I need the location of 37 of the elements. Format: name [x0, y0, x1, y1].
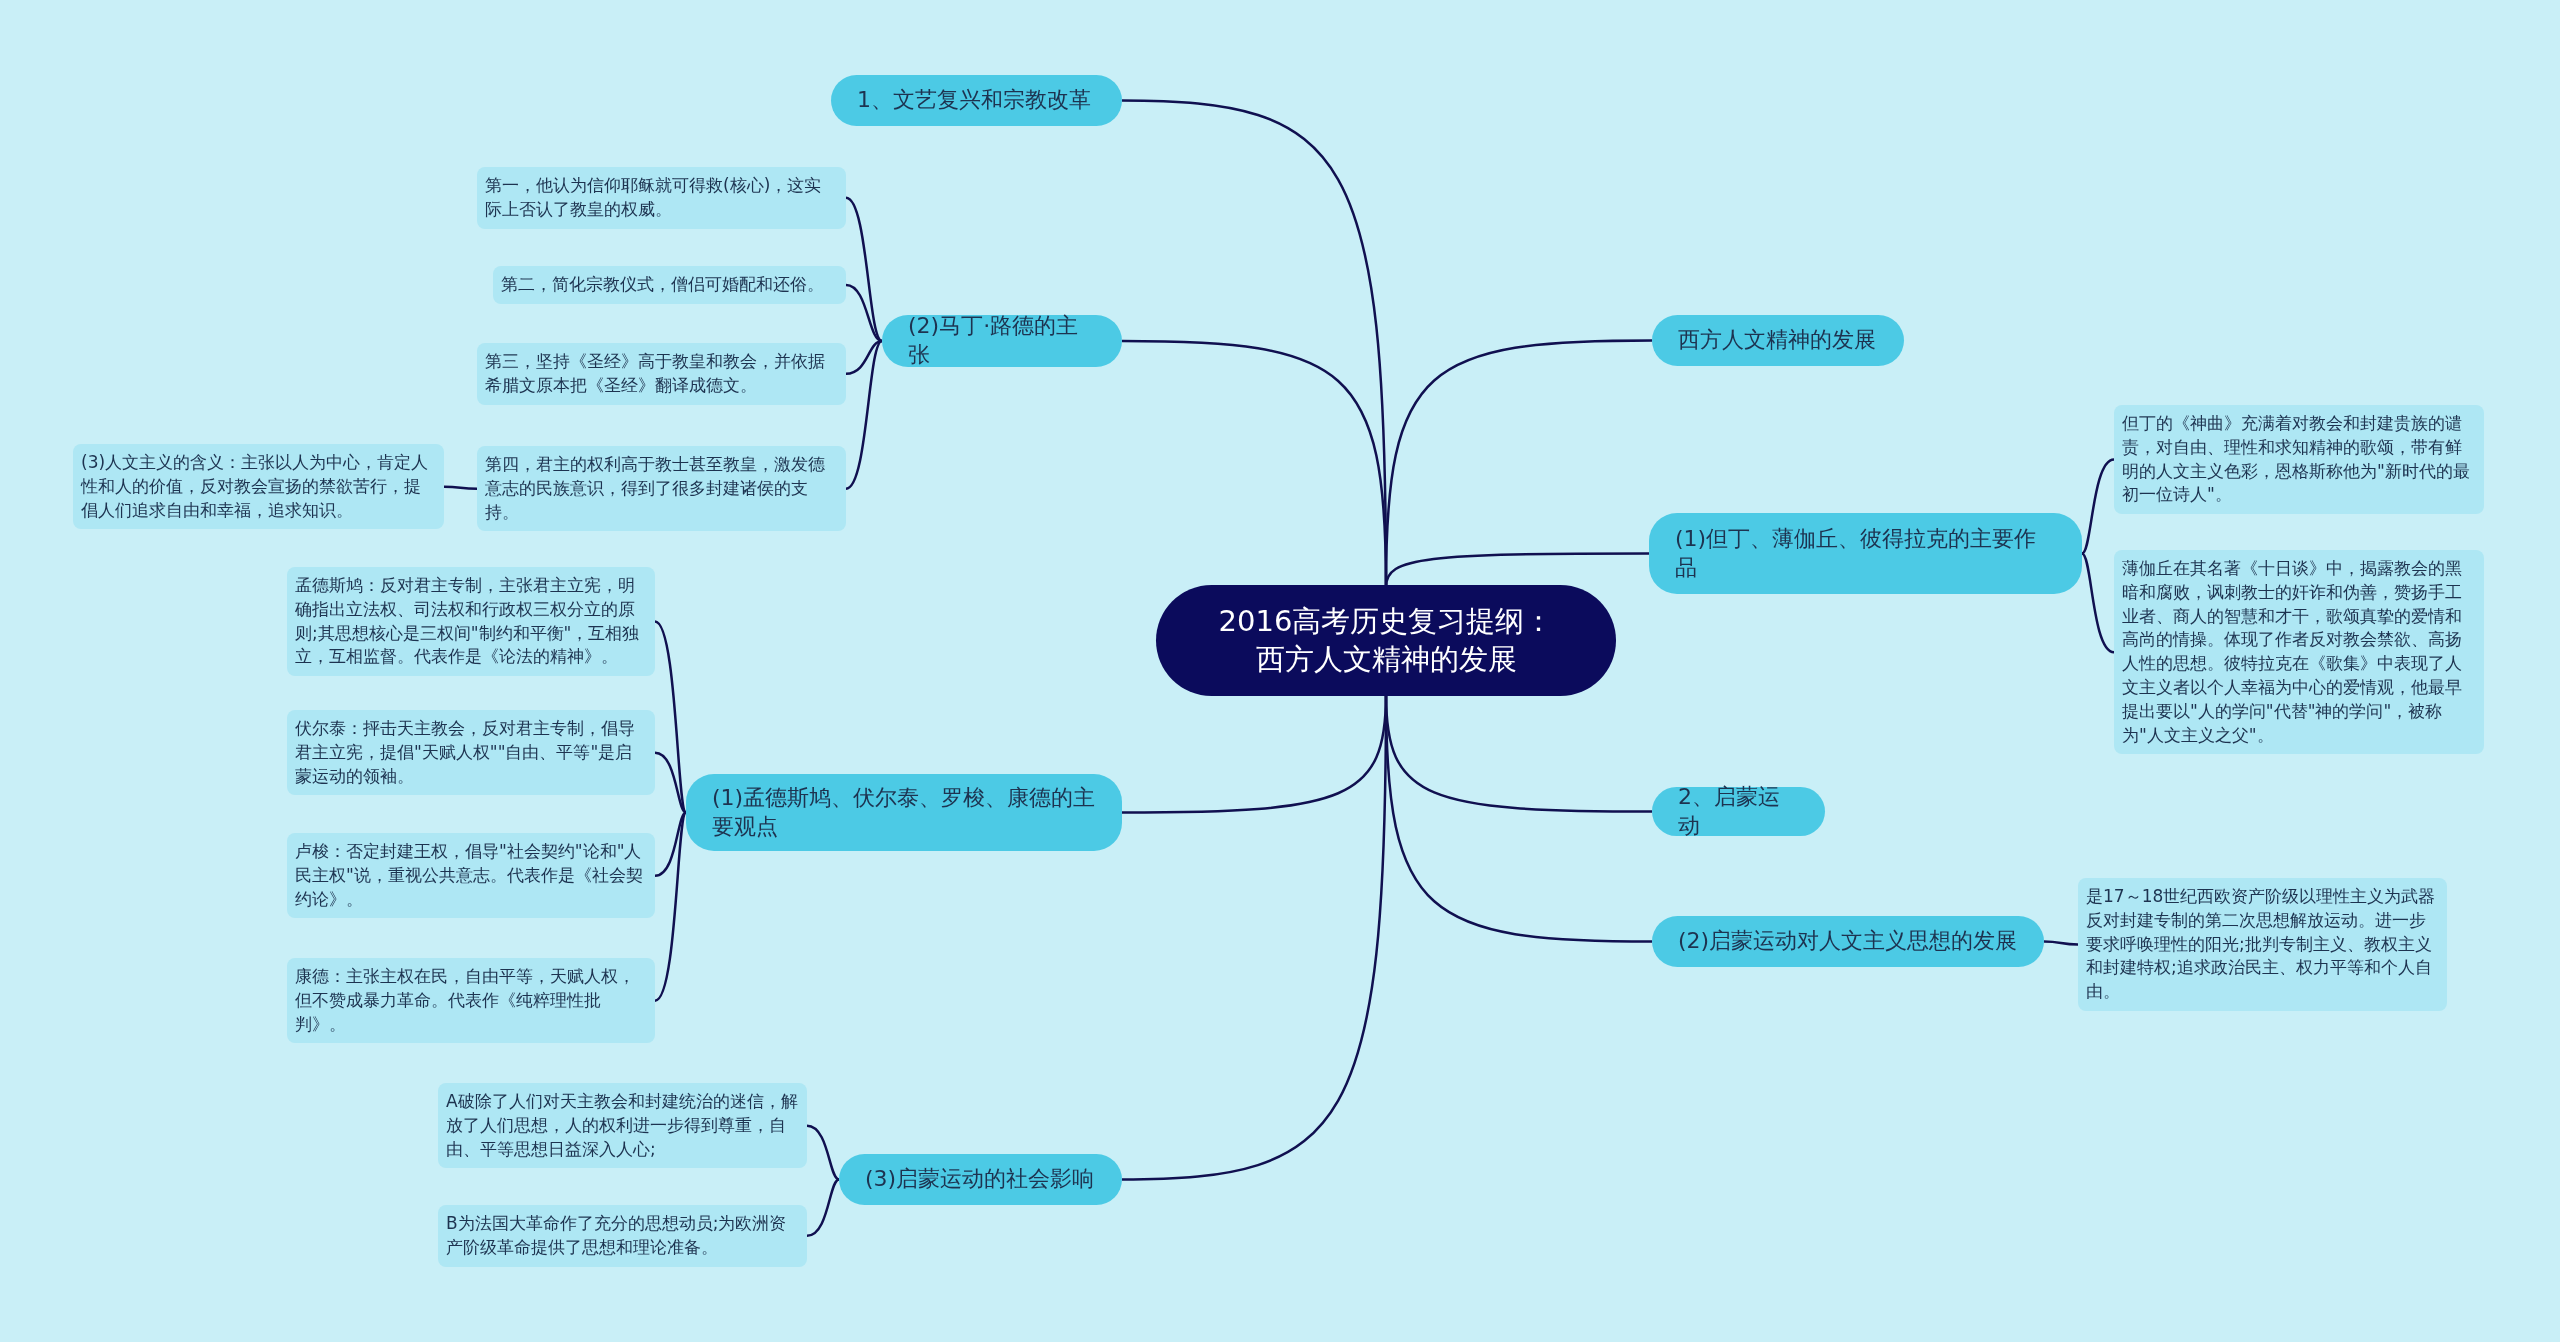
- note-box: 是17～18世纪西欧资产阶级以理性主义为武器反对封建专制的第二次思想解放运动。进一步要求呼唤理性的阳光;批判专制主义、教权主义和封建特权;追求政治民主、权力平等和个人自由。: [2078, 878, 2447, 1011]
- note-box: 第四，君主的权利高于教士甚至教皇，激发德意志的民族意识，得到了很多封建诸侯的支持。: [477, 446, 846, 532]
- note-box: 但丁的《神曲》充满着对教会和封建贵族的谴责，对自由、理性和求知精神的歌颂，带有鲜明的人文主义色彩，恩格斯称他为"新时代的最初一位诗人"。: [2114, 405, 2484, 515]
- connector: [1384, 552, 1649, 588]
- connector: [654, 811, 688, 1002]
- connector: [2044, 940, 2078, 946]
- note-box: 薄伽丘在其名著《十日谈》中，揭露教会的黑暗和腐败，讽刺教士的奸诈和伪善，赞扬手工业者、商人的智慧和才干，歌颂真挚的爱情和高尚的情操。体现了作者反对教会禁欲、高扬人性的思想。彼特拉克在《歌集》中表现了人文主义者以个人幸福为中心的爱情观，他最早提出要以"人的学问"代替"神的学问"，被称为"人文主义之父"。: [2114, 550, 2484, 755]
- connector: [654, 811, 687, 877]
- connector: [806, 1124, 840, 1181]
- note-box: 伏尔泰：抨击天主教会，反对君主专制，倡导君主立宪，提倡"天赋人权""自由、平等"是启蒙运动的领袖。: [287, 710, 655, 796]
- connector: [2081, 552, 2115, 654]
- connector: [806, 1178, 840, 1238]
- note-box: 第二，简化宗教仪式，僧侣可婚配和还俗。: [493, 266, 846, 304]
- connector: [2081, 458, 2115, 555]
- branch-box: 1、文艺复兴和宗教改革: [831, 75, 1122, 126]
- connector: [845, 340, 883, 490]
- connector: [444, 485, 477, 490]
- branch-box: (1)孟德斯鸠、伏尔泰、罗梭、康德的主要观点: [686, 774, 1122, 851]
- branch-box: 西方人文精神的发展: [1652, 315, 1904, 366]
- note-box: 第三，坚持《圣经》高于教皇和教会，并依据希腊文原本把《圣经》翻译成德文。: [477, 343, 846, 405]
- note-box: 康德：主张主权在民，自由平等，天赋人权，但不赞成暴力革命。代表作《纯粹理性批判》。: [287, 958, 655, 1044]
- note-box: 第一，他认为信仰耶稣就可得救(核心)，这实际上否认了教皇的权威。: [477, 167, 846, 229]
- connector: [1384, 693, 1652, 943]
- connector: [845, 196, 883, 342]
- connector: [654, 751, 687, 814]
- branch-box: (2)马丁·路德的主张: [882, 315, 1122, 367]
- branch-box: (2)启蒙运动对人文主义思想的发展: [1652, 916, 2044, 967]
- branch-box: (1)但丁、薄伽丘、彼得拉克的主要作品: [1649, 513, 2082, 594]
- note-box: B为法国大革命作了充分的思想动员;为欧洲资产阶级革命提供了思想和理论准备。: [438, 1205, 807, 1267]
- note-box: A破除了人们对天主教会和封建统治的迷信，解放了人们思想，人的权利进一步得到尊重，自由、平等思想日益深入人心;: [438, 1083, 807, 1169]
- note-box: (3)人文主义的含义：主张以人为中心，肯定人性和人的价值，反对教会宣扬的禁欲苦行，提倡人们追求自由和幸福，追求知识。: [73, 444, 444, 530]
- topic-box: 2016高考历史复习提纲：西方人文精神的发展: [1156, 585, 1616, 696]
- note-box: 卢梭：否定封建王权，倡导"社会契约"论和"人民主权"说，重视公共意志。代表作是《社会契约论》。: [287, 833, 655, 919]
- connector: [845, 339, 883, 376]
- branch-box: 2、启蒙运动: [1652, 787, 1825, 836]
- note-box: 孟德斯鸠：反对君主专制，主张君主立宪，明确指出立法权、司法权和行政权三权分立的原则;其思想核心是三权间"制约和平衡"，互相独立，互相监督。代表作是《论法的精神》。: [287, 567, 655, 677]
- branch-box: (3)启蒙运动的社会影响: [839, 1154, 1122, 1205]
